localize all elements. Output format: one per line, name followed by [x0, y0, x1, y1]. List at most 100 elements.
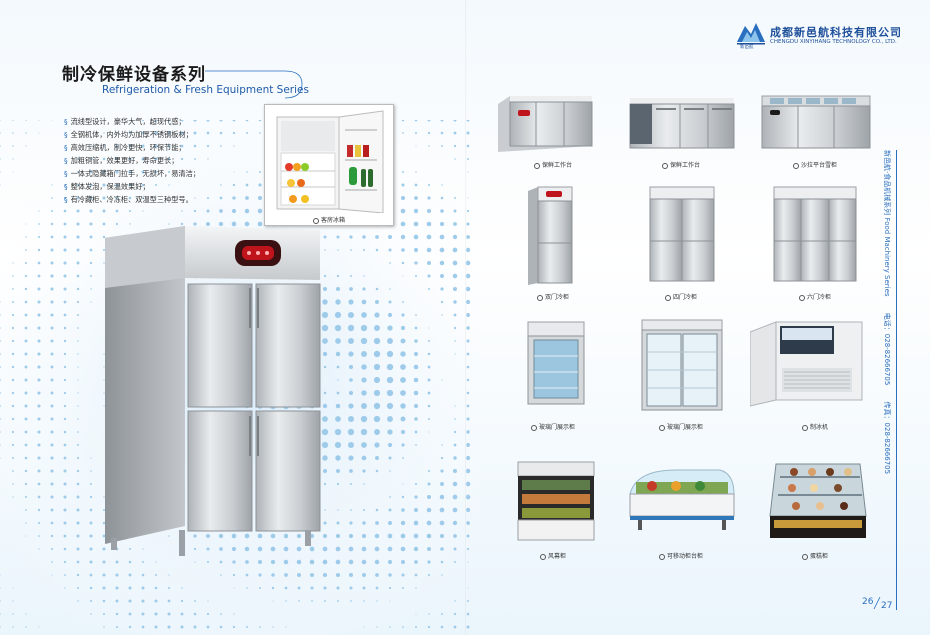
- halftone-dot: [12, 600, 14, 602]
- halftone-dot: [142, 548, 144, 550]
- series-title-en: Refrigeration & Fresh Equipment Series: [102, 84, 309, 96]
- halftone-dot: [77, 158, 79, 160]
- halftone-dot: [220, 574, 222, 576]
- halftone-dot: [388, 300, 392, 304]
- halftone-dot: [335, 533, 341, 539]
- halftone-dot: [0, 444, 1, 446]
- halftone-dot: [25, 236, 27, 238]
- halftone-dot: [413, 546, 419, 552]
- halftone-dot: [466, 443, 470, 447]
- halftone-dot: [102, 586, 106, 590]
- list-item: §加粗铜管，效果更好，寿命更长；: [64, 156, 179, 165]
- halftone-dot: [257, 221, 263, 227]
- halftone-dot: [219, 131, 223, 135]
- halftone-dot: [24, 404, 28, 408]
- halftone-dot: [414, 274, 418, 278]
- halftone-dot: [453, 131, 457, 135]
- halftone-dot: [102, 170, 106, 174]
- halftone-dot: [347, 415, 355, 423]
- halftone-dot: [128, 625, 132, 629]
- halftone-dot: [50, 248, 54, 252]
- halftone-dot: [465, 299, 471, 305]
- halftone-dot: [64, 184, 66, 186]
- halftone-dot: [375, 235, 379, 239]
- halftone-dot: [389, 496, 391, 498]
- halftone-dot: [440, 469, 444, 473]
- logo-small-text: 新邑航: [740, 45, 754, 50]
- halftone-dot: [63, 378, 67, 382]
- halftone-dot: [440, 300, 444, 304]
- halftone-dot: [63, 287, 67, 291]
- halftone-dot: [466, 521, 470, 525]
- halftone-dot: [218, 221, 224, 227]
- halftone-dot: [453, 443, 457, 447]
- halftone-dot: [154, 120, 158, 122]
- halftone-dot: [77, 392, 79, 394]
- halftone-dot: [400, 377, 406, 383]
- halftone-dot: [155, 561, 157, 563]
- halftone-dot: [465, 247, 471, 253]
- cake-cabinet-icon: [769, 463, 867, 538]
- halftone-dot: [102, 144, 106, 148]
- side-phone-text: 电话：028-82666705: [883, 312, 891, 386]
- halftone-dot: [322, 299, 328, 305]
- halftone-dot: [232, 196, 236, 200]
- halftone-dot: [63, 443, 67, 447]
- halftone-dot: [37, 391, 41, 395]
- halftone-dot: [24, 352, 28, 356]
- halftone-dot: [362, 508, 366, 512]
- halftone-dot: [335, 351, 341, 357]
- halftone-dot: [103, 366, 105, 368]
- halftone-dot: [466, 391, 470, 395]
- halftone-dot: [11, 352, 15, 356]
- halftone-dot: [37, 430, 41, 434]
- halftone-dot: [77, 379, 79, 381]
- halftone-dot: [193, 222, 197, 226]
- halftone-dot: [361, 351, 367, 357]
- halftone-dot: [12, 275, 14, 277]
- halftone-dot: [63, 391, 67, 395]
- halftone-dot: [361, 390, 367, 396]
- halftone-dot: [414, 417, 418, 421]
- halftone-dot: [76, 456, 80, 460]
- halftone-dot: [63, 508, 67, 512]
- product-card: 风幕柜: [488, 458, 618, 586]
- bullet-icon: §: [64, 169, 68, 178]
- halftone-dot: [11, 365, 15, 369]
- halftone-dot: [154, 612, 158, 616]
- halftone-dot: [453, 547, 457, 551]
- halftone-dot: [115, 209, 119, 213]
- halftone-dot: [246, 171, 248, 173]
- halftone-dot: [0, 327, 1, 329]
- halftone-dot: [297, 573, 301, 577]
- halftone-dot: [414, 430, 418, 434]
- halftone-dot: [154, 157, 158, 161]
- halftone-dot: [102, 534, 106, 538]
- halftone-dot: [63, 196, 67, 200]
- halftone-dot: [180, 144, 184, 148]
- halftone-dot: [466, 131, 470, 135]
- halftone-dot: [360, 337, 368, 345]
- halftone-dot: [375, 521, 379, 525]
- glass-display-double-icon: [641, 319, 723, 411]
- halftone-dot: [349, 586, 353, 590]
- halftone-dot: [193, 625, 197, 629]
- halftone-dot: [347, 441, 355, 449]
- halftone-dot: [465, 286, 471, 292]
- halftone-dot: [336, 235, 340, 239]
- halftone-dot: [415, 145, 417, 147]
- halftone-dot: [335, 416, 341, 422]
- halftone-dot: [400, 234, 406, 240]
- halftone-dot: [50, 326, 54, 330]
- halftone-dot: [154, 170, 158, 174]
- halftone-dot: [350, 249, 352, 251]
- halftone-dot: [103, 132, 105, 134]
- list-item: §流线型设计，豪华大气，超现代感；: [64, 117, 186, 126]
- halftone-dot: [180, 222, 184, 226]
- halftone-dot: [218, 533, 224, 539]
- halftone-dot: [103, 353, 105, 355]
- halftone-dot: [37, 274, 41, 278]
- halftone-dot: [154, 586, 158, 590]
- bullet-icon: §: [64, 156, 68, 165]
- halftone-dot: [427, 183, 431, 187]
